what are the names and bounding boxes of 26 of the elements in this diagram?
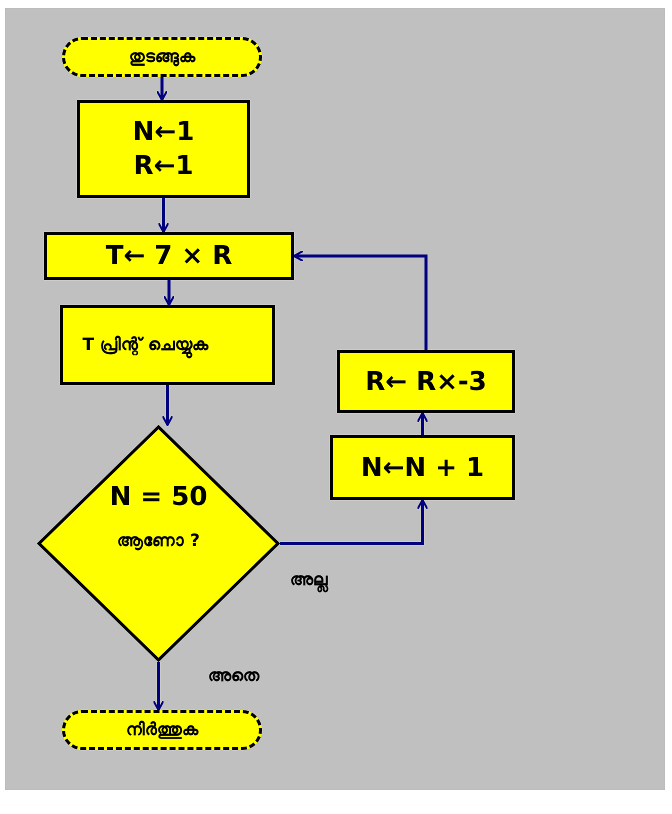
question-text: N = 50 <box>110 480 208 514</box>
arrow <box>163 280 175 306</box>
arrow <box>416 412 428 435</box>
arrow <box>280 499 428 545</box>
node-text: R← R×-3 <box>365 366 487 398</box>
node-text: T← 7 × R <box>106 240 232 273</box>
decision-diamond <box>37 425 280 662</box>
process-box <box>77 100 250 198</box>
arrow <box>152 662 164 711</box>
process-box <box>337 350 515 413</box>
arrow <box>156 77 168 101</box>
node-text: N←1 <box>132 116 194 149</box>
arrow <box>158 198 170 233</box>
stop-terminal <box>62 710 262 750</box>
node-text: R←1 <box>134 150 194 183</box>
node-text: നിർത്തുക <box>126 719 198 742</box>
output-box <box>60 305 275 385</box>
node-text: തുടങ്ങുക <box>129 46 195 69</box>
node-text: T പ്രിന്റ് ചെയ്യുക <box>82 326 252 364</box>
arrow <box>293 250 428 350</box>
process-box <box>330 435 515 500</box>
process-box <box>44 232 294 280</box>
arrow <box>162 385 174 426</box>
start-terminal <box>62 37 262 77</box>
question-text: ആണോ ? <box>117 530 200 552</box>
node-text: N←N + 1 <box>360 452 484 484</box>
